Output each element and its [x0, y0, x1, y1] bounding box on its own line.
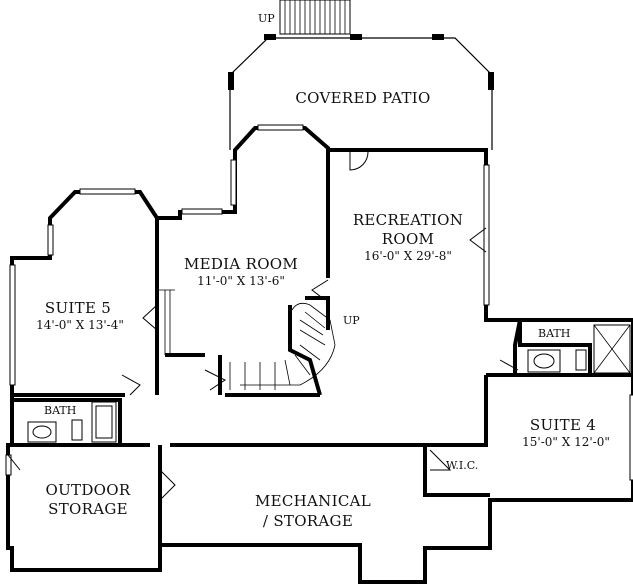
recreation-room-label-line2: ROOM: [382, 230, 434, 248]
media-room-dims: 11'-0" X 13'-6": [197, 274, 285, 288]
recreation-room-dims: 16'-0" X 29'-8": [364, 249, 452, 263]
outdoor-storage-label-line1: OUTDOOR: [46, 481, 131, 499]
covered-patio-outline: [228, 34, 494, 150]
interior-walls: [12, 150, 633, 545]
suite5-dims: 14'-0" X 13'-4": [36, 318, 124, 332]
mechanical-label-line2: / STORAGE: [263, 512, 353, 530]
exterior-stairs: [279, 0, 351, 35]
bath-right-fixtures: [527, 324, 631, 374]
exterior-stairs-up-label: UP: [258, 12, 275, 25]
bath-left-fixtures: [27, 401, 117, 443]
bath-right-label: BATH: [538, 327, 570, 340]
suite5-label: SUITE 5: [45, 299, 111, 317]
media-room-label: MEDIA ROOM: [184, 255, 298, 273]
suite4-label: SUITE 4: [530, 416, 596, 434]
doors: [7, 151, 519, 501]
suite4-dims: 15'-0" X 12'-0": [522, 435, 610, 449]
outdoor-storage-label-line2: STORAGE: [48, 500, 128, 518]
mechanical-label-line1: MECHANICAL: [255, 492, 371, 510]
covered-patio-label: COVERED PATIO: [295, 89, 430, 107]
recreation-room-label-line1: RECREATION: [353, 211, 463, 229]
wic-label: W.I.C.: [446, 459, 478, 472]
bath-left-label: BATH: [44, 404, 76, 417]
interior-stairs-up-label: UP: [343, 314, 360, 327]
interior-stair: [229, 302, 336, 390]
